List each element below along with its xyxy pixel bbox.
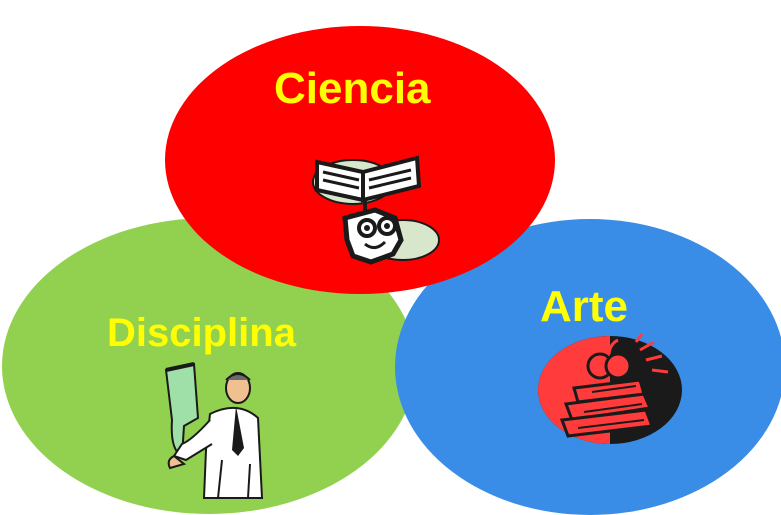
- disciplina-label: Disciplina: [107, 311, 296, 355]
- book-reader-icon: [312, 155, 440, 265]
- arte-label: Arte: [540, 282, 629, 331]
- presenter-icon: [164, 362, 264, 499]
- ciencia-label: Ciencia: [274, 64, 431, 113]
- books-apple-icon: [538, 333, 682, 444]
